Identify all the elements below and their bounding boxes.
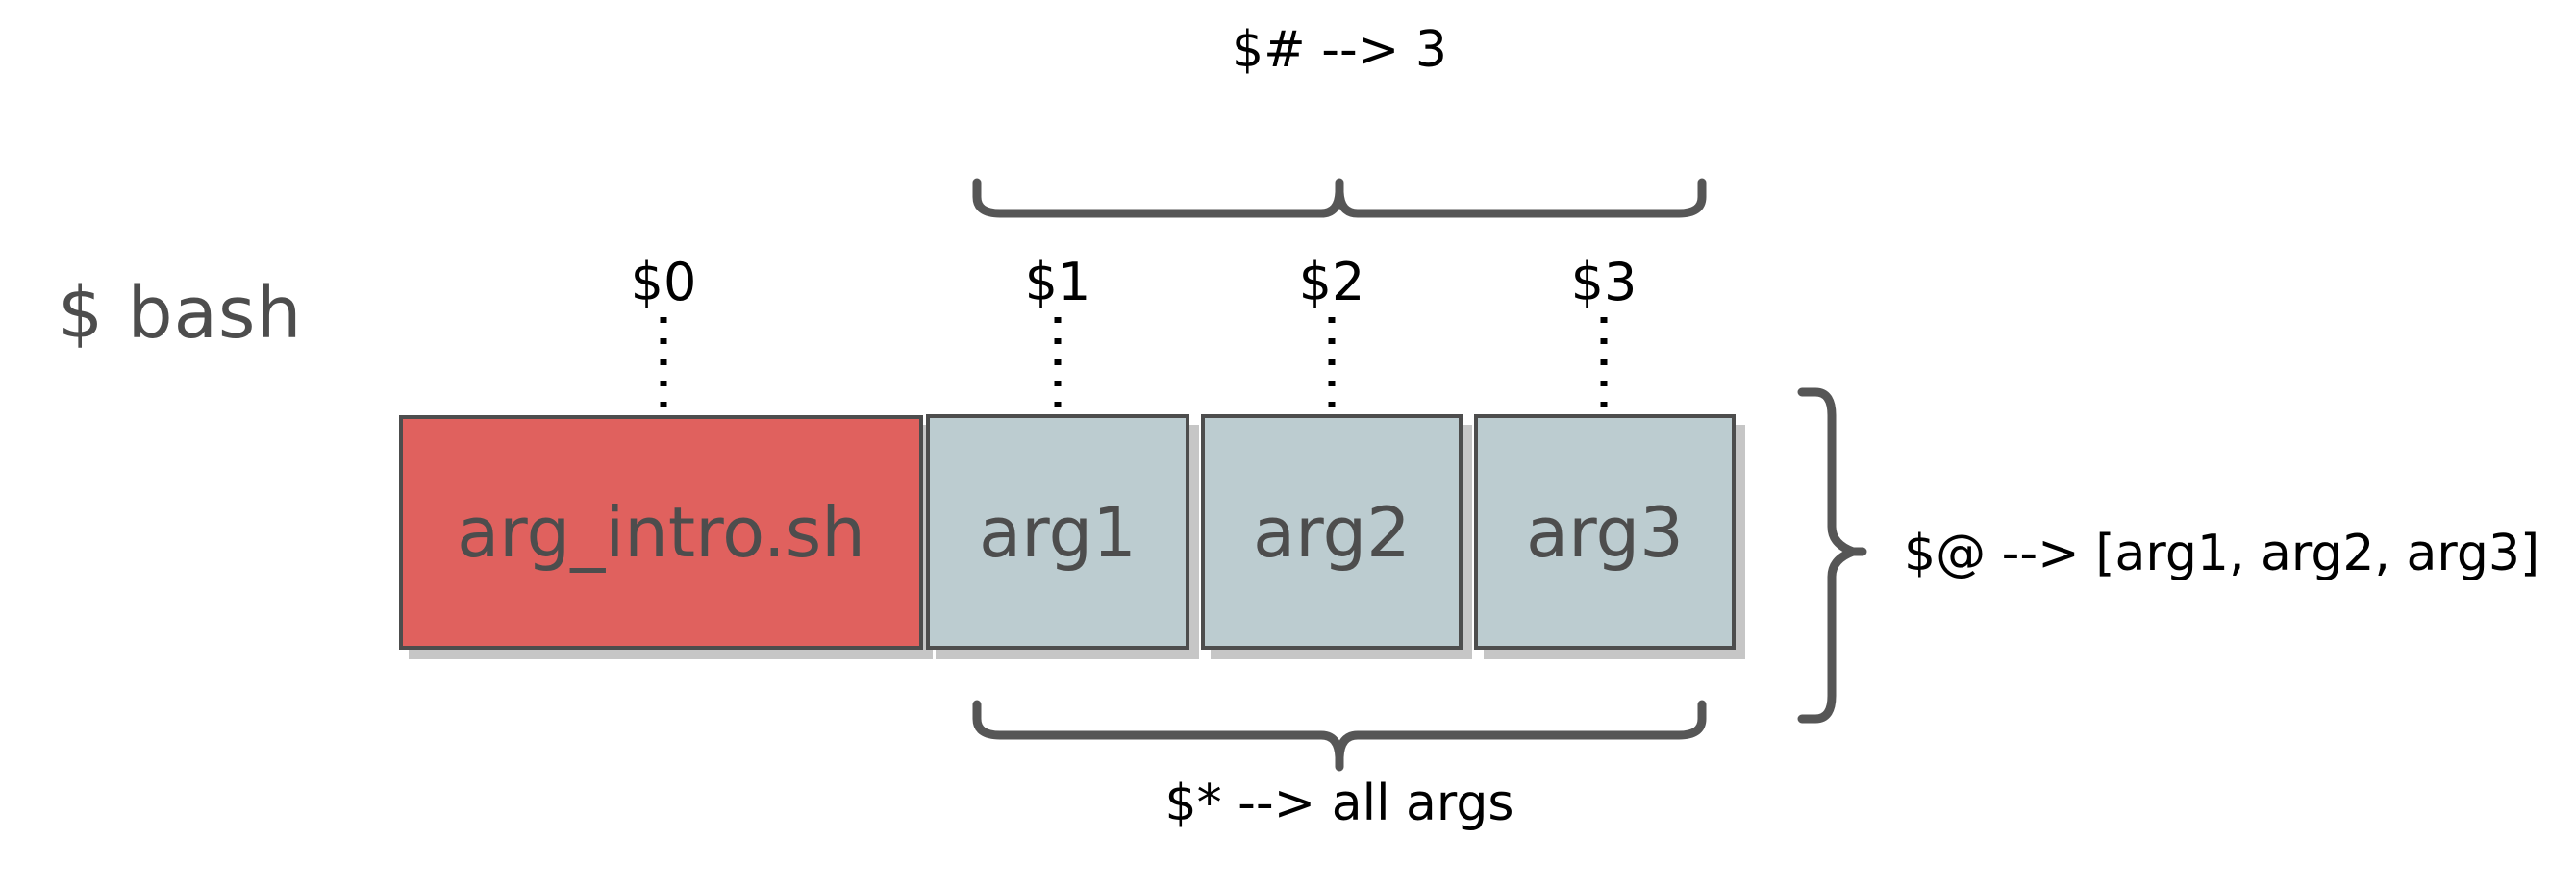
annotation-all-args-star: $* --> all args: [1164, 775, 1514, 832]
right-brace: [1797, 387, 1867, 724]
arg3-box-label: arg3: [1526, 491, 1684, 573]
arg2-box-label: arg2: [1253, 491, 1411, 573]
tick-label-arg1: $1: [1024, 252, 1091, 312]
tick-label-arg0: $0: [630, 252, 697, 312]
arg2-box[interactable]: arg2: [1201, 414, 1463, 650]
arg1-box-label: arg1: [979, 491, 1137, 573]
script-box-label: arg_intro.sh: [457, 492, 865, 573]
arg3-box[interactable]: arg3: [1474, 414, 1736, 650]
script-box[interactable]: arg_intro.sh: [399, 415, 923, 650]
top-brace: [972, 178, 1707, 218]
arg1-box[interactable]: arg1: [926, 414, 1189, 650]
leader-lines-group: [660, 317, 1608, 415]
shell-prompt: $ bash: [58, 272, 303, 355]
annotation-at-array: $@ --> [arg1, arg2, arg3]: [1904, 525, 2540, 582]
tick-label-arg2: $2: [1298, 252, 1365, 312]
tick-label-arg3: $3: [1570, 252, 1638, 312]
bottom-brace: [972, 700, 1707, 772]
annotation-arg-count: $# --> 3: [1232, 21, 1447, 79]
